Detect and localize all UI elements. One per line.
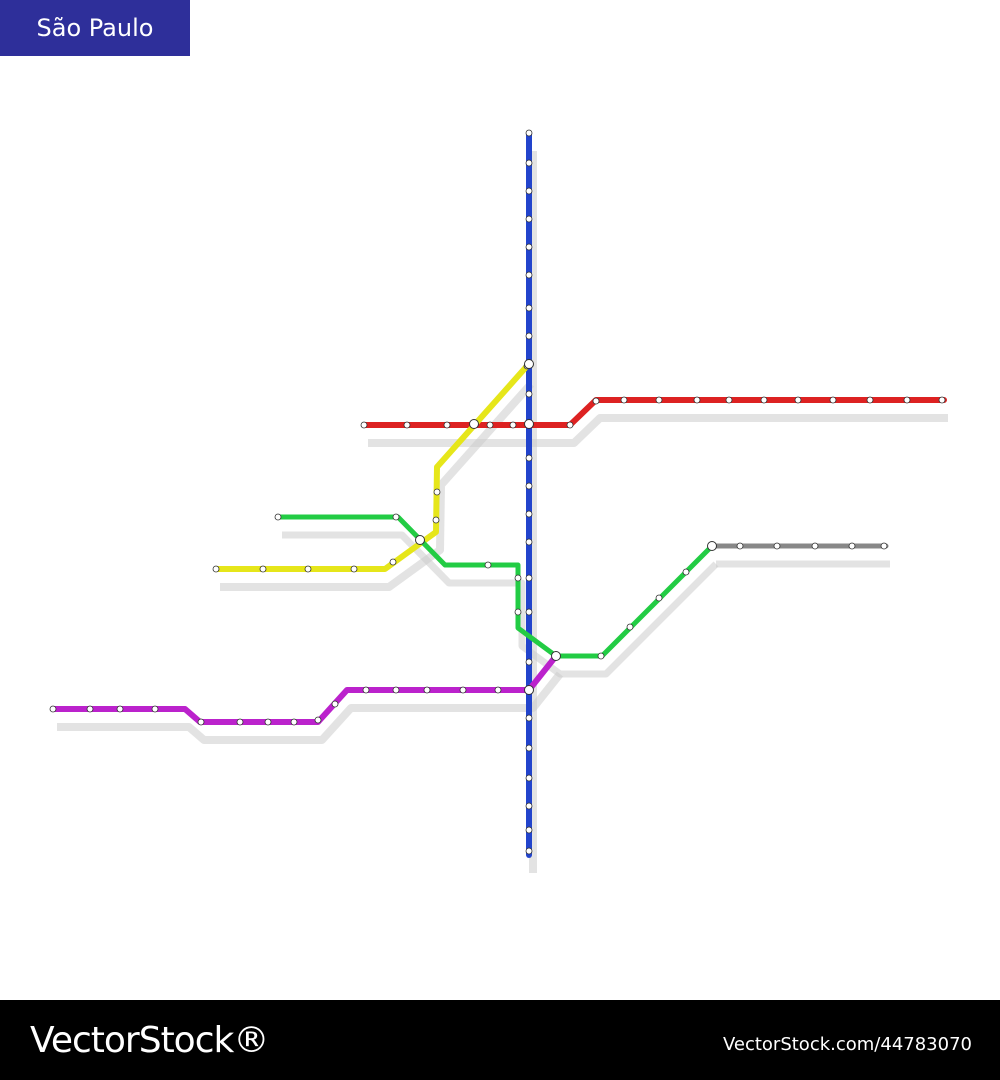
magenta-station-13 (423, 686, 431, 694)
green-station-4 (484, 561, 492, 569)
blue-station-25 (525, 847, 533, 855)
blue-station-23 (525, 802, 533, 810)
blue-station-18 (525, 658, 533, 666)
red-line-shadow (368, 414, 948, 447)
transfer-station-5 (524, 685, 534, 695)
magenta-metro-line (50, 653, 559, 725)
green-metro-line (275, 514, 715, 659)
red-station-3 (443, 421, 451, 429)
blue-station-16 (525, 574, 533, 582)
gray-station-4 (848, 542, 856, 550)
magenta-station-5 (197, 718, 205, 726)
red-station-1 (360, 421, 368, 429)
blue-station-7 (525, 304, 533, 312)
transfer-station-1 (524, 419, 534, 429)
metro-map (49, 129, 948, 873)
blue-station-1 (525, 129, 533, 137)
yellow-line-shadow (220, 381, 534, 591)
red-station-6 (566, 421, 574, 429)
red-station-8 (620, 396, 628, 404)
metro-lines (50, 130, 947, 858)
magenta-station-7 (264, 718, 272, 726)
yellow-station-3 (304, 565, 312, 573)
blue-station-4 (525, 215, 533, 223)
blue-station-10 (525, 390, 533, 398)
magenta-station-14 (459, 686, 467, 694)
green-station-11 (682, 568, 690, 576)
red-station-17 (938, 396, 946, 404)
magenta-station-9 (314, 716, 322, 724)
yellow-station-2 (259, 565, 267, 573)
transfer-station-6 (707, 541, 717, 551)
green-station-8 (597, 652, 605, 660)
line-shadows (57, 151, 948, 873)
red-metro-line (361, 397, 947, 428)
red-station-16 (903, 396, 911, 404)
gray-station-2 (773, 542, 781, 550)
red-station-2 (403, 421, 411, 429)
blue-station-17 (525, 608, 533, 616)
blue-station-6 (525, 271, 533, 279)
blue-station-3 (525, 187, 533, 195)
red-station-12 (760, 396, 768, 404)
magenta-station-4 (151, 705, 159, 713)
blue-station-15 (525, 538, 533, 546)
red-station-7 (592, 397, 600, 405)
red-station-10 (693, 396, 701, 404)
green-station-1 (274, 513, 282, 521)
gray-station-1 (736, 542, 744, 550)
yellow-station-1 (212, 565, 220, 573)
brand-logo: VectorStock® (30, 1020, 269, 1061)
green-station-10 (655, 594, 663, 602)
red-station-9 (655, 396, 663, 404)
blue-station-14 (525, 510, 533, 518)
blue-station-2 (525, 159, 533, 167)
magenta-station-12 (392, 686, 400, 694)
yellow-station-8 (433, 488, 441, 496)
red-station-11 (725, 396, 733, 404)
magenta-station-11 (362, 686, 370, 694)
magenta-station-6 (236, 718, 244, 726)
red-station-5 (509, 421, 517, 429)
red-station-14 (829, 396, 837, 404)
blue-station-24 (525, 826, 533, 834)
gray-station-5 (880, 542, 888, 550)
stock-id: VectorStock.com/44783070 (722, 1034, 972, 1055)
yellow-station-5 (389, 558, 397, 566)
transfer-station-7 (524, 359, 534, 369)
yellow-station-4 (350, 565, 358, 573)
blue-station-22 (525, 774, 533, 782)
green-station-5 (514, 574, 522, 582)
red-station-4 (486, 421, 494, 429)
green-station-2 (392, 513, 400, 521)
yellow-metro-line (213, 363, 530, 572)
gray-station-3 (811, 542, 819, 550)
magenta-station-8 (290, 718, 298, 726)
transfer-station-4 (551, 651, 561, 661)
transfer-station-2 (469, 419, 479, 429)
magenta-line-shadow (57, 671, 564, 744)
red-station-13 (794, 396, 802, 404)
blue-station-5 (525, 243, 533, 251)
blue-station-12 (525, 454, 533, 462)
red-station-15 (866, 396, 874, 404)
blue-station-8 (525, 332, 533, 340)
green-station-9 (626, 623, 634, 631)
footer-bar: VectorStock® VectorStock.com/44783070 (0, 1000, 1000, 1080)
green-line-shadow (282, 531, 719, 678)
magenta-station-2 (86, 705, 94, 713)
blue-station-21 (525, 744, 533, 752)
green-station-6 (514, 608, 522, 616)
magenta-station-3 (116, 705, 124, 713)
blue-station-13 (525, 482, 533, 490)
blue-station-20 (525, 714, 533, 722)
magenta-station-15 (494, 686, 502, 694)
transfer-station-3 (415, 535, 425, 545)
city-name-label: São Paulo (0, 0, 190, 56)
yellow-station-7 (432, 516, 440, 524)
magenta-station-1 (49, 705, 57, 713)
metro-stations (49, 129, 946, 855)
magenta-station-10 (331, 700, 339, 708)
